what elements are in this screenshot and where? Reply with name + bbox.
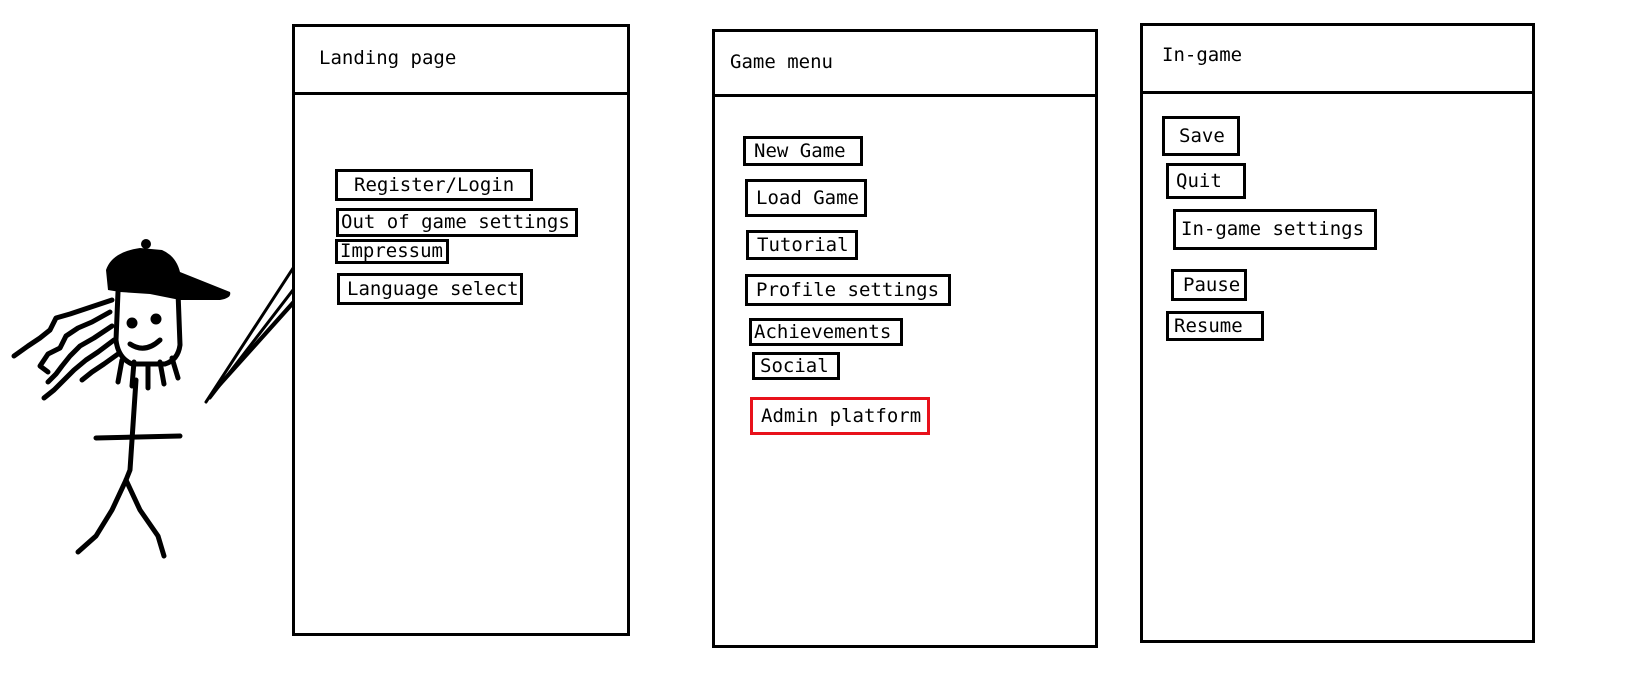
in-game-settings-button[interactable]: In-game settings: [1173, 209, 1377, 250]
register-login-button[interactable]: Register/Login: [335, 169, 533, 201]
pause-button[interactable]: Pause: [1171, 269, 1247, 301]
game-menu-header: Game menu: [715, 32, 1095, 97]
achievements-button[interactable]: Achievements: [749, 318, 903, 346]
impressum-button[interactable]: Impressum: [335, 239, 449, 264]
panel-title: Landing page: [319, 47, 457, 69]
landing-page-panel: Landing page Register/Login Out of game …: [292, 24, 630, 636]
panel-title: In-game: [1162, 44, 1243, 66]
social-button[interactable]: Social: [752, 352, 840, 380]
in-game-header: In-game: [1143, 26, 1532, 94]
profile-settings-button[interactable]: Profile settings: [745, 274, 951, 306]
quit-button[interactable]: Quit: [1166, 163, 1246, 199]
game-menu-panel: Game menu New Game Load Game Tutorial Pr…: [712, 29, 1098, 648]
language-select-button[interactable]: Language select: [337, 273, 523, 305]
save-button[interactable]: Save: [1162, 116, 1240, 156]
landing-page-header: Landing page: [295, 27, 627, 95]
admin-platform-button[interactable]: Admin platform: [750, 397, 930, 435]
load-game-button[interactable]: Load Game: [745, 179, 867, 217]
resume-button[interactable]: Resume: [1166, 311, 1264, 341]
new-game-button[interactable]: New Game: [743, 136, 863, 166]
panel-title: Game menu: [730, 51, 833, 73]
in-game-panel: In-game Save Quit In-game settings Pause…: [1140, 23, 1535, 643]
tutorial-button[interactable]: Tutorial: [746, 230, 858, 260]
out-of-game-settings-button[interactable]: Out of game settings: [336, 208, 578, 237]
